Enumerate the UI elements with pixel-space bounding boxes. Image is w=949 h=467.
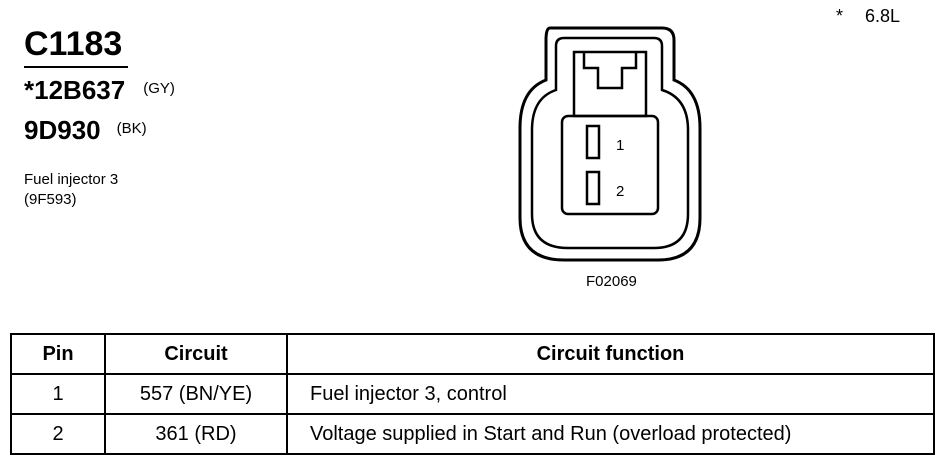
connector-inner-housing	[530, 36, 690, 250]
pin-label-1: 1	[616, 137, 624, 154]
cell-circuit-function: Voltage supplied in Start and Run (overl…	[286, 413, 935, 455]
part-number: 9D930	[24, 115, 101, 145]
figure-id: F02069	[586, 273, 637, 290]
pin-cavity-1	[585, 124, 601, 160]
table-row: 1 557 (BN/YE) Fuel injector 3, control	[10, 373, 935, 415]
part-row: 9D930 (BK)	[24, 114, 147, 151]
cell-circuit: 361 (RD)	[104, 413, 288, 455]
connector-id: C1183	[24, 25, 123, 63]
part-number: *12B637	[24, 75, 126, 105]
cell-circuit-function: Fuel injector 3, control	[286, 373, 935, 415]
header-circuit-function: Circuit function	[286, 333, 935, 375]
engine-note-text: 6.8L	[865, 6, 901, 26]
cell-pin: 1	[10, 373, 106, 415]
part-color: (GY)	[143, 80, 175, 97]
connector-latch-notch	[582, 52, 638, 90]
connector-face-diagram: 1 2	[518, 26, 702, 262]
pin-table: Pin Circuit Circuit function 1 557 (BN/Y…	[10, 333, 935, 455]
pin-label-2: 2	[616, 183, 624, 200]
engine-note-marker: *	[836, 6, 844, 26]
header-pin: Pin	[10, 333, 106, 375]
pin-cavity-2	[585, 170, 601, 206]
table-header-row: Pin Circuit Circuit function	[10, 333, 935, 375]
component-part-number: (9F593)	[24, 191, 77, 208]
component-description: Fuel injector 3	[24, 171, 119, 188]
header-circuit: Circuit	[104, 333, 288, 375]
cell-circuit: 557 (BN/YE)	[104, 373, 288, 415]
cell-pin: 2	[10, 413, 106, 455]
table-row: 2 361 (RD) Voltage supplied in Start and…	[10, 413, 935, 455]
engine-note: * 6.8L	[836, 6, 900, 27]
connector-outer-housing	[518, 26, 702, 262]
part-color: (BK)	[116, 120, 147, 137]
part-row: *12B637 (GY)	[24, 74, 175, 111]
terminal-block	[560, 114, 660, 216]
connector-id-underline	[24, 66, 128, 68]
